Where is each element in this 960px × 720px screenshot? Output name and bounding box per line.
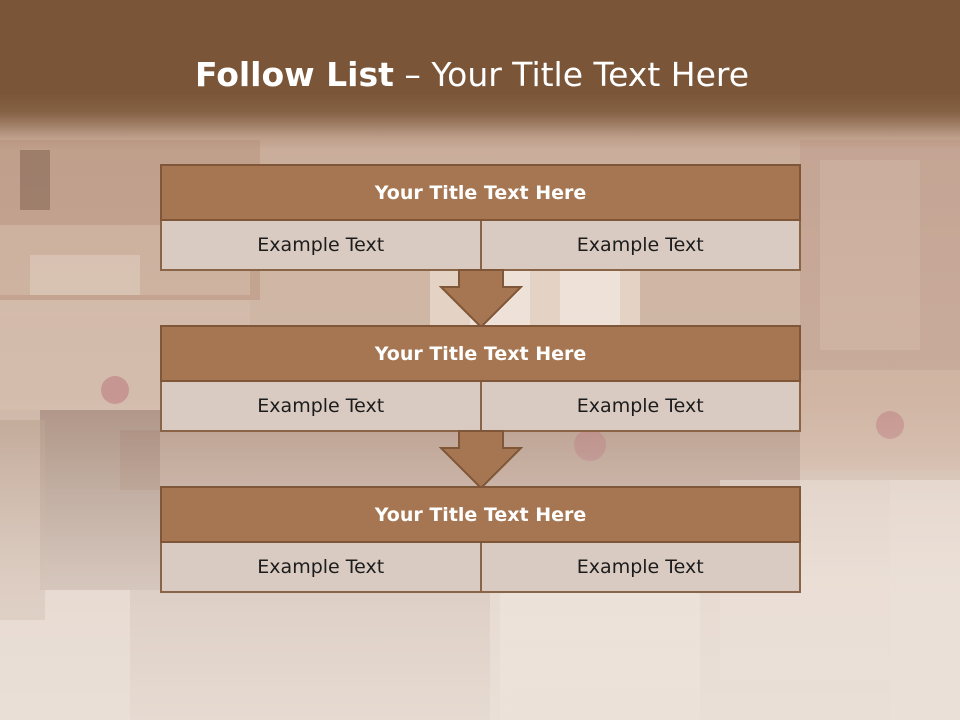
step-row-3: Example Text Example Text [160, 543, 801, 593]
title-bold: Follow List [194, 55, 394, 94]
step-row-1: Example Text Example Text [160, 221, 801, 271]
title-rest: – Your Title Text Here [393, 55, 750, 94]
step-cell-left-1: Example Text [160, 221, 482, 271]
step-cell-right-2: Example Text [481, 382, 801, 432]
step-title-1: Your Title Text Here [160, 164, 801, 221]
step-block-2: Your Title Text Here Example Text Exampl… [160, 325, 801, 432]
title-band [0, 0, 960, 150]
step-block-3: Your Title Text Here Example Text Exampl… [160, 486, 801, 593]
step-title-3: Your Title Text Here [160, 486, 801, 543]
slide-title: Follow List – Your Title Text Here [0, 52, 944, 98]
step-cell-left-3: Example Text [160, 543, 482, 593]
step-cell-right-3: Example Text [481, 543, 801, 593]
step-row-2: Example Text Example Text [160, 382, 801, 432]
step-block-1: Your Title Text Here Example Text Exampl… [160, 164, 801, 271]
down-arrow-icon [439, 269, 523, 329]
step-cell-left-2: Example Text [160, 382, 482, 432]
step-title-2: Your Title Text Here [160, 325, 801, 382]
down-arrow-icon [439, 430, 523, 490]
step-cell-right-1: Example Text [481, 221, 801, 271]
